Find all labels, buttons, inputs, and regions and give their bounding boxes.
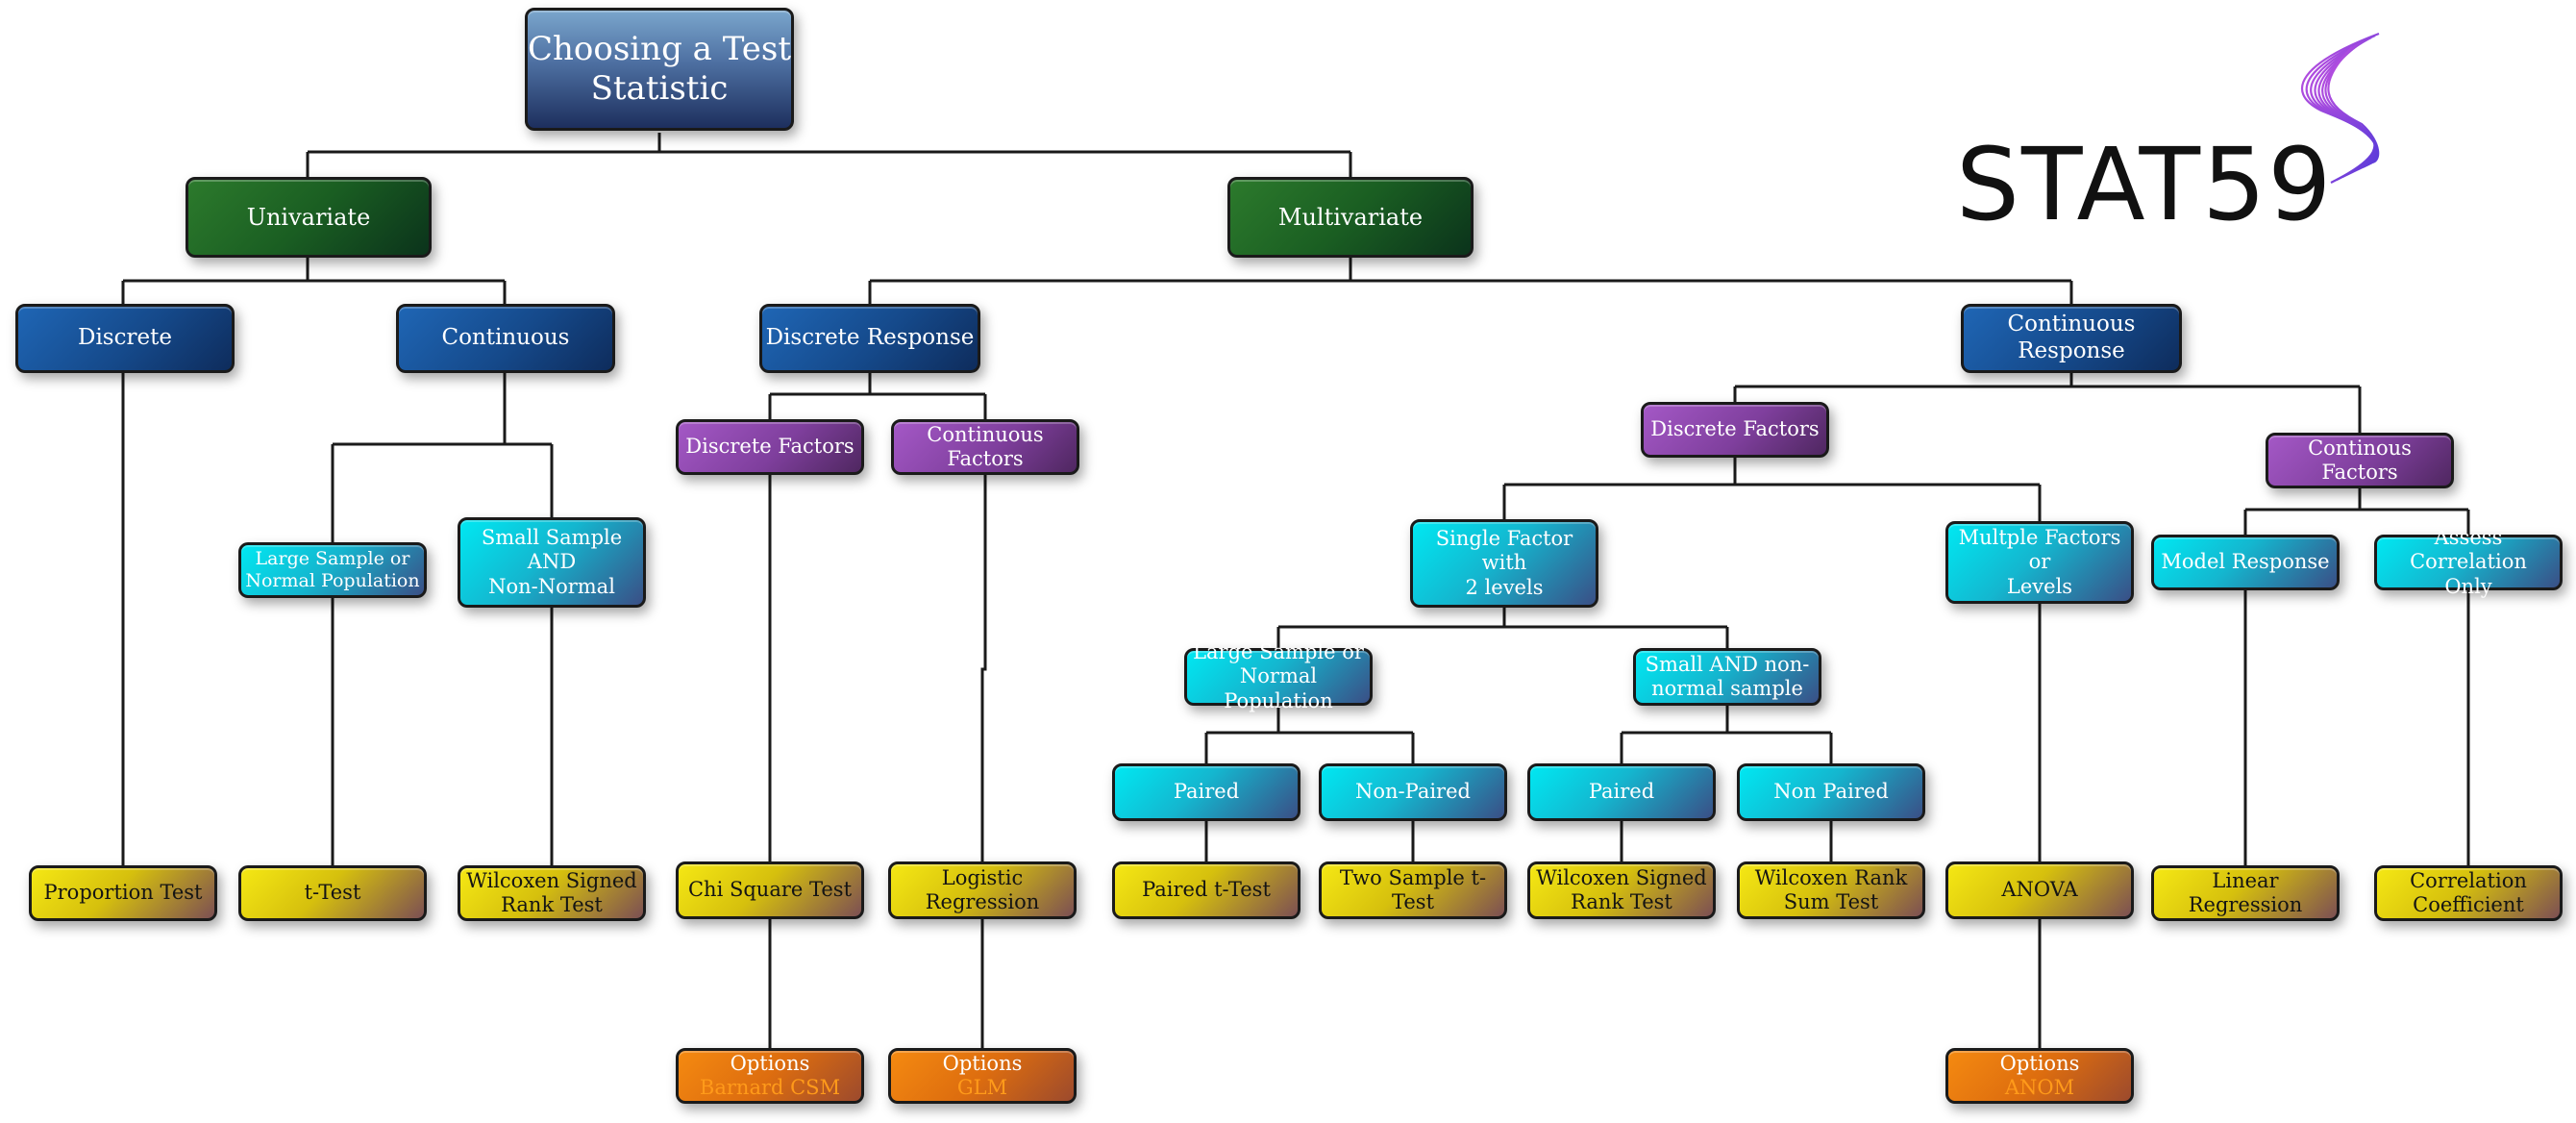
node-model-response-label: Model Response — [2161, 550, 2330, 574]
node-continuous-label: Continuous — [441, 325, 570, 351]
test-correlation-line1: Correlation — [2410, 868, 2527, 892]
node-large-sample-univariate: Large Sample or Normal Population — [238, 542, 427, 598]
node-small-sample-univariate-line2: AND — [527, 550, 577, 574]
node-multivariate-label: Multivariate — [1277, 203, 1424, 231]
node-large-sample-univariate-line1: Large Sample or — [255, 548, 410, 570]
node-dr-continuous-factors: Continuous Factors — [891, 419, 1079, 475]
node-large-sample-multivariate-line1: Large Sample or — [1193, 640, 1364, 664]
node-non-paired-b-label: Non Paired — [1773, 780, 1889, 804]
options-barnard-label: Options — [730, 1051, 810, 1075]
test-proportion-label: Proportion Test — [43, 881, 203, 905]
node-multivariate: Multivariate — [1227, 177, 1474, 258]
node-dr-continuous-factors-line2: Factors — [947, 447, 1024, 470]
test-chi-square-label: Chi Square Test — [687, 878, 853, 902]
test-t-test-label: t-Test — [304, 881, 361, 905]
node-univariate: Univariate — [186, 177, 432, 258]
node-single-factor-line1: Single Factor with — [1435, 527, 1573, 575]
root-title-box: Choosing a Test Statistic — [525, 8, 794, 131]
node-dr-discrete-factors-label: Discrete Factors — [685, 435, 855, 459]
node-dr-continuous-factors-line1: Continuous — [927, 422, 1044, 446]
title-line-2: Statistic — [590, 69, 729, 108]
node-cr-discrete-factors-label: Discrete Factors — [1650, 417, 1820, 441]
test-wilcoxen-signed-univariate: Wilcoxen Signed Rank Test — [458, 865, 646, 921]
node-large-sample-multivariate-line2: Normal Population — [1224, 664, 1333, 712]
node-paired-b: Paired — [1527, 763, 1716, 821]
test-correlation-coefficient: Correlation Coefficient — [2374, 865, 2563, 921]
node-non-paired-a-label: Non-Paired — [1355, 780, 1471, 804]
test-correlation-line2: Coefficient — [2413, 893, 2524, 916]
node-continuous-response-line1: Continuous — [2007, 312, 2136, 337]
test-t-test: t-Test — [238, 865, 427, 921]
node-discrete-response: Discrete Response — [759, 304, 980, 373]
test-paired-t-label: Paired t-Test — [1142, 878, 1271, 902]
node-discrete-response-label: Discrete Response — [765, 325, 975, 351]
node-cr-continous-factors-label: Continous Factors — [2308, 436, 2412, 484]
options-barnard-value: Barnard CSM — [699, 1076, 841, 1099]
test-logistic-regression: Logistic Regression — [888, 861, 1077, 919]
test-proportion: Proportion Test — [29, 865, 217, 921]
node-continuous: Continuous — [396, 304, 615, 373]
options-glm-value: GLM — [956, 1076, 1008, 1099]
node-small-nonnormal-multivariate: Small AND non- normal sample — [1633, 648, 1821, 706]
node-single-factor: Single Factor with 2 levels — [1410, 519, 1598, 608]
test-logistic-line1: Logistic — [941, 865, 1024, 889]
title-line-1: Choosing a Test — [528, 30, 791, 69]
test-wilcoxen-signed-univariate-line2: Rank Test — [501, 893, 603, 916]
node-paired-a: Paired — [1112, 763, 1300, 821]
test-wilcoxen-signed-multivariate: Wilcoxen Signed Rank Test — [1527, 861, 1716, 919]
test-wilcoxen-rank-sum-line2: Sum Test — [1783, 890, 1879, 913]
test-anova-label: ANOVA — [2001, 878, 2078, 902]
node-multiple-factors-line1: Multple Factors or — [1958, 526, 2121, 574]
stat59-logo-swirl — [2301, 32, 2380, 184]
node-small-sample-univariate: Small Sample AND Non-Normal — [458, 517, 646, 608]
node-assess-correlation: Assess Correlation Only — [2374, 526, 2563, 598]
test-linear-regression-label: Linear Regression — [2188, 868, 2303, 916]
node-large-sample-univariate-line2: Normal Population — [245, 570, 420, 591]
node-continuous-response-line2: Response — [2018, 338, 2125, 363]
test-wilcoxen-rank-sum-line1: Wilcoxen Rank — [1754, 865, 1908, 889]
node-dr-discrete-factors: Discrete Factors — [676, 419, 864, 475]
node-large-sample-multivariate: Large Sample or Normal Population — [1184, 640, 1373, 712]
node-paired-a-label: Paired — [1173, 780, 1240, 804]
options-glm: Options GLM — [888, 1048, 1077, 1104]
node-univariate-label: Univariate — [246, 203, 371, 231]
node-continuous-response: Continuous Response — [1961, 304, 2182, 373]
options-barnard: Options Barnard CSM — [676, 1048, 864, 1104]
node-discrete-label: Discrete — [78, 325, 172, 351]
node-assess-correlation-line2: Only — [2444, 574, 2492, 598]
node-multiple-factors-line2: Levels — [2006, 574, 2073, 598]
node-single-factor-line2: 2 levels — [1465, 575, 1544, 599]
node-cr-continous-factors: Continous Factors — [2266, 433, 2454, 488]
node-small-nonnormal-line2: normal sample — [1651, 677, 1803, 700]
options-glm-label: Options — [942, 1051, 1023, 1075]
test-paired-t: Paired t-Test — [1112, 861, 1300, 919]
node-cr-discrete-factors: Discrete Factors — [1641, 402, 1829, 458]
test-linear-regression: Linear Regression — [2151, 865, 2340, 921]
node-non-paired-a: Non-Paired — [1319, 763, 1507, 821]
node-non-paired-b: Non Paired — [1737, 763, 1925, 821]
test-two-sample-t-label: Two Sample t-Test — [1339, 865, 1487, 913]
test-wilcoxen-rank-sum: Wilcoxen Rank Sum Test — [1737, 861, 1925, 919]
node-assess-correlation-line1: Assess Correlation — [2410, 526, 2527, 574]
options-anom-label: Options — [1999, 1051, 2080, 1075]
node-discrete: Discrete — [15, 304, 235, 373]
test-two-sample-t: Two Sample t-Test — [1319, 861, 1507, 919]
test-logistic-line2: Regression — [925, 890, 1040, 913]
test-chi-square: Chi Square Test — [676, 861, 864, 919]
stat59-logo-text: STAT59 — [1956, 135, 2334, 229]
options-anom: Options ANOM — [1945, 1048, 2134, 1104]
options-anom-value: ANOM — [2004, 1076, 2075, 1099]
node-small-sample-univariate-line3: Non-Normal — [488, 574, 615, 598]
test-wilcoxen-signed-multivariate-line2: Rank Test — [1571, 890, 1672, 913]
node-model-response: Model Response — [2151, 535, 2340, 590]
node-multiple-factors: Multple Factors or Levels — [1945, 521, 2134, 604]
node-paired-b-label: Paired — [1588, 780, 1655, 804]
node-small-sample-univariate-line1: Small Sample — [481, 526, 623, 550]
test-wilcoxen-signed-univariate-line1: Wilcoxen Signed — [466, 868, 637, 892]
test-anova: ANOVA — [1945, 861, 2134, 919]
test-wilcoxen-signed-multivariate-line1: Wilcoxen Signed — [1536, 865, 1707, 889]
node-small-nonnormal-line1: Small AND non- — [1645, 652, 1810, 676]
